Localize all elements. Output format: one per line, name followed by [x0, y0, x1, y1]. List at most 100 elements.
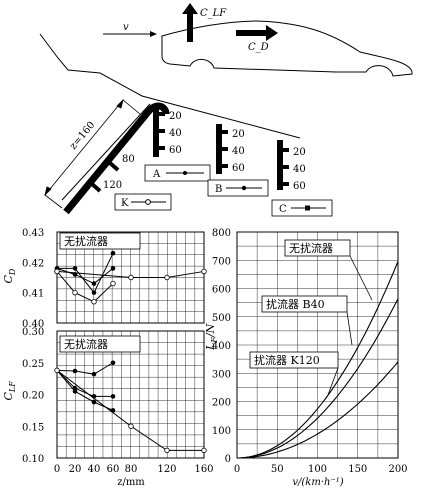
data-point-filled — [110, 394, 116, 399]
ground-line — [39, 33, 301, 139]
data-point-open — [110, 280, 116, 287]
x-tick-label: 20 — [69, 464, 82, 475]
plot-frame — [56, 231, 205, 324]
annotation-leader — [327, 367, 339, 396]
series-curve — [236, 261, 399, 459]
annotation-text: 无扰流器 — [64, 337, 108, 351]
annotation-box — [261, 295, 348, 313]
windshield-strip — [61, 103, 151, 201]
y-tick-label: 0.15 — [22, 422, 44, 433]
y-tick-label: 400 — [212, 341, 231, 352]
data-point-open — [91, 299, 97, 305]
x-tick-label: 100 — [308, 464, 327, 475]
data-point-filled — [91, 371, 97, 377]
spoiler-c: 20 40 60 — [277, 140, 306, 192]
series-line — [56, 370, 113, 397]
y-tick-label: 0.40 — [22, 319, 44, 330]
velocity-arrow: v — [103, 22, 157, 37]
data-point-open — [128, 274, 134, 281]
data-point-open — [72, 289, 78, 296]
y-tick-label: 0.41 — [22, 289, 44, 300]
y-axis-label: CLF — [2, 381, 17, 401]
spoiler-a: 20 40 60 — [153, 107, 182, 157]
annotation-box — [284, 239, 351, 257]
annotation-leader — [346, 311, 353, 346]
data-point-filled — [110, 360, 116, 366]
annotation-leader — [349, 255, 373, 301]
x-tick-label: 150 — [348, 464, 367, 475]
data-point-filled — [72, 389, 78, 394]
y-tick-label: 0.43 — [22, 228, 44, 239]
y-tick-label: 0.25 — [22, 359, 44, 370]
spoiler-b: 20 40 60 — [216, 124, 245, 174]
legend-box-c: C — [271, 199, 333, 217]
y-axis-label: LF/N — [204, 323, 219, 351]
c-mark-40: 40 — [293, 164, 306, 175]
series-line — [56, 369, 204, 451]
annotation-box — [59, 335, 141, 353]
plot-frame — [56, 330, 205, 459]
y-tick-label: 300 — [212, 369, 231, 380]
x-tick-label: 0 — [234, 464, 240, 475]
velocity-label: v — [123, 22, 129, 33]
x-tick-label: 60 — [107, 464, 120, 475]
y-tick-label: 600 — [212, 285, 231, 296]
z-dimension-label: z=160 — [68, 120, 97, 152]
y-tick-label: 0.10 — [22, 454, 44, 465]
legend-box-k: K — [114, 193, 172, 211]
x-tick-label: 50 — [271, 464, 284, 475]
spoiler-k: 80 120 — [63, 102, 170, 215]
drag-label: C_D — [248, 42, 269, 53]
legend-k-label: K — [121, 198, 129, 209]
data-point-open — [54, 367, 60, 374]
data-point-open — [164, 274, 170, 281]
y-tick-label: 700 — [212, 256, 231, 267]
annotation-box — [249, 351, 339, 369]
series-line — [56, 270, 205, 278]
x-axis-label: z/mm — [117, 477, 145, 488]
data-point-filled — [72, 266, 78, 271]
y-tick-label: 100 — [212, 426, 231, 437]
car-diagram — [39, 20, 413, 201]
series-line — [56, 362, 114, 375]
a-mark-20: 20 — [169, 111, 182, 122]
legend-box-a: A — [144, 164, 211, 182]
data-point-open — [54, 268, 60, 275]
legend-b-label: B — [215, 184, 222, 195]
data-point-filled — [110, 266, 116, 271]
x-tick-label: 200 — [388, 464, 407, 475]
data-point-filled — [110, 250, 116, 256]
data-point-filled — [91, 281, 97, 286]
lift-label: C_LF — [200, 8, 227, 19]
series-line — [56, 267, 114, 285]
car-outline — [161, 20, 413, 77]
y-tick-label: 500 — [212, 313, 231, 324]
series-line — [56, 271, 114, 303]
y-tick-label: 0 — [225, 454, 231, 465]
data-point-filled — [72, 368, 78, 374]
x-tick-label: 80 — [125, 464, 138, 475]
annotation-text: 扰流器 B40 — [266, 297, 325, 311]
c-mark-20: 20 — [293, 147, 306, 158]
x-tick-label: 120 — [157, 464, 176, 475]
annotation-text: 无扰流器 — [289, 241, 333, 255]
series-curve — [236, 361, 399, 459]
k-mark-80: 80 — [122, 154, 135, 165]
x-tick-label: 160 — [194, 464, 213, 475]
b-mark-40: 40 — [232, 146, 245, 157]
y-axis-label: CD — [2, 268, 17, 283]
data-point-open — [201, 268, 207, 275]
a-mark-40: 40 — [169, 128, 182, 139]
plot-frame — [236, 231, 399, 459]
series-line — [56, 370, 114, 411]
c-mark-60: 60 — [293, 181, 306, 192]
b-mark-20: 20 — [232, 129, 245, 140]
y-tick-label: 0.42 — [22, 258, 44, 269]
series-line — [57, 253, 114, 294]
legend-c-label: C — [279, 204, 287, 215]
annotation-text: 扰流器 K120 — [254, 353, 320, 367]
